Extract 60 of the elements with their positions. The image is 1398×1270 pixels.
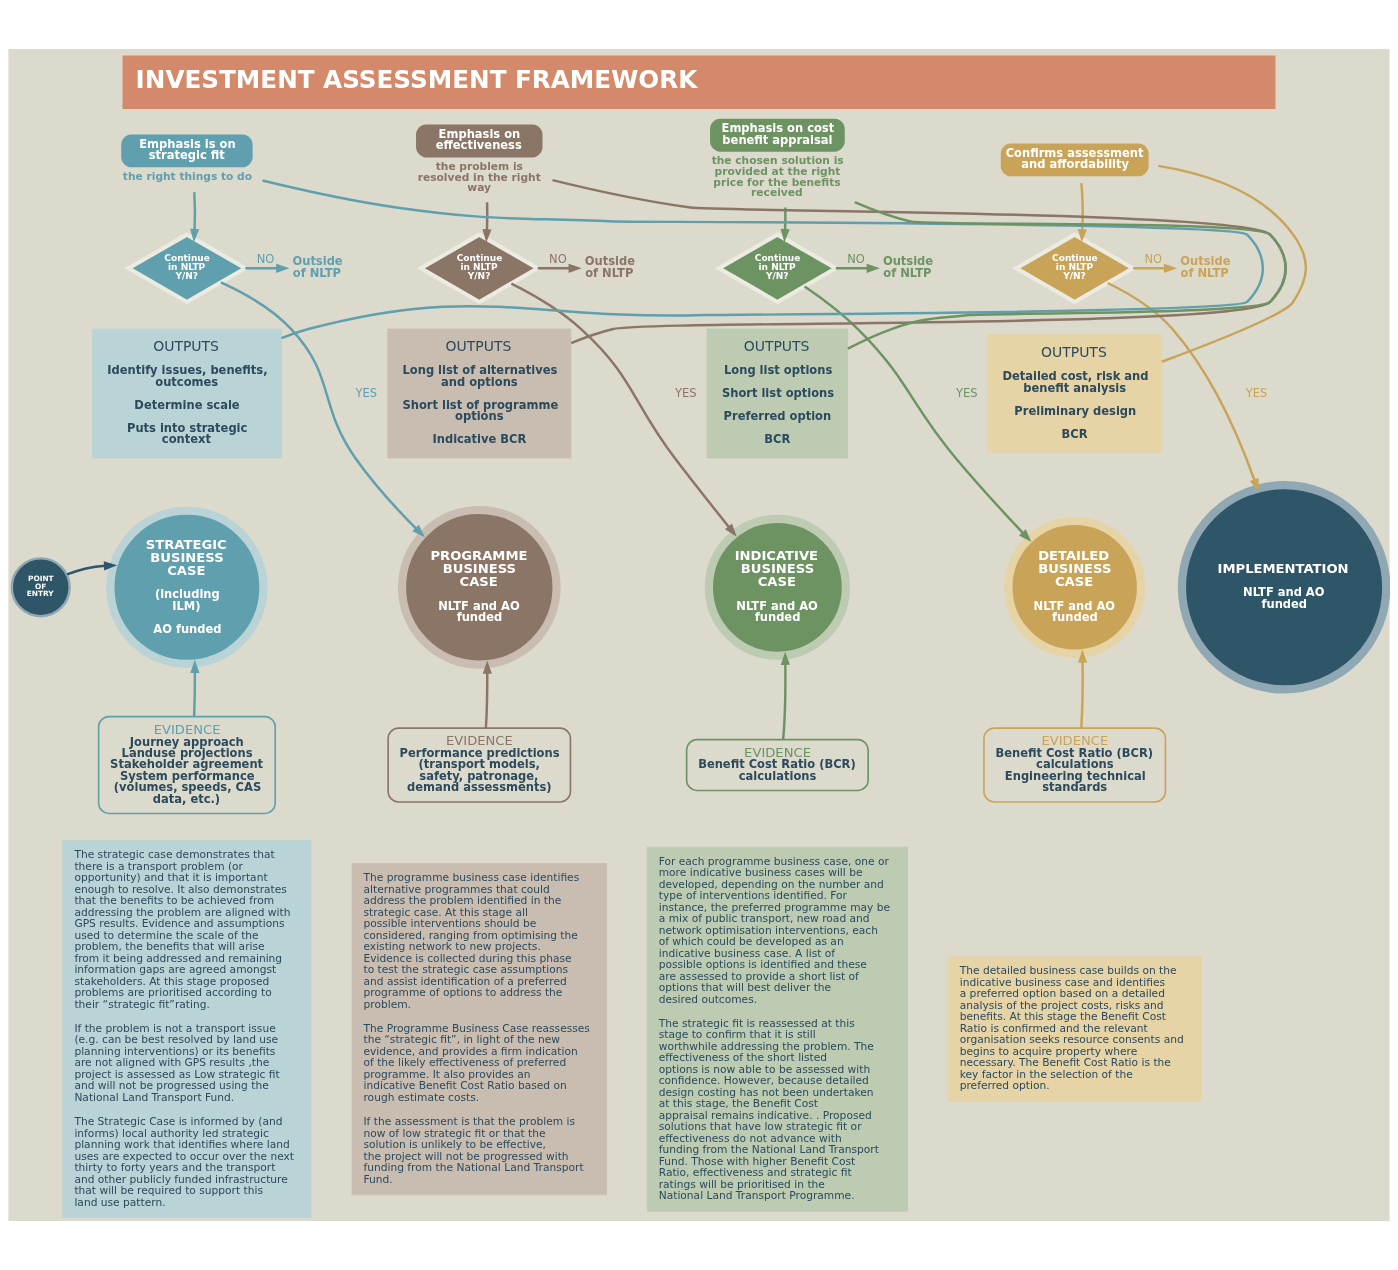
- arrow: [510, 282, 737, 537]
- edge-label: NO: [256, 251, 275, 266]
- node-text: Outside of NLTP: [1180, 254, 1231, 280]
- node-box: OUTPUTS Long list of alternatives and options Short list of programme options Indicative BCR: [387, 328, 572, 459]
- edge-label: YES: [1245, 385, 1268, 400]
- node-diamond: Continue in NLTP Y/N?: [416, 232, 542, 305]
- edge-label: NO: [1144, 251, 1163, 266]
- node-text: Outside of NLTP: [292, 254, 343, 280]
- arrow: [190, 192, 200, 243]
- node-circle: IMPLEMENTATION NLTF and AO funded: [1177, 481, 1390, 694]
- node-box: OUTPUTS Identify issues, benefits, outcomes Determine scale Puts into strategic context: [92, 328, 282, 459]
- node-box: OUTPUTS Detailed cost, risk and benefit analysis Preliminary design BCR: [987, 334, 1163, 453]
- arrow: [835, 263, 880, 273]
- edge-label: YES: [955, 385, 978, 400]
- arrow: [220, 281, 425, 538]
- node-circle: INDICATIVE BUSINESS CASE NLTF and AO funded: [704, 514, 850, 660]
- connector: [1158, 164, 1308, 363]
- node-box: Emphasis on cost benefit appraisal: [710, 118, 845, 152]
- arrow: [482, 660, 492, 729]
- node-box: For each programme business case, one or more indicative business cases will be developed, depending on the number and type of interventions identified. For instance, the preferred programme may be a mix of public transport, new road and network optimisation interventions, each of which could be developed as an indicative business case. A list of possible options is identified and these are assessed to provide a short list of options that will best deliver the desired outcomes. The strategic fit is reassessed at this stage to confirm that it is still worthwhile addressing the problem. The effectiveness of the short listed options is now able to be assessed with confidence. However, because detailed design costing has not been undertaken at this stage, the Benefit Cost appraisal remains indicative. . Proposed solutions that have low strategic fit or effectiveness do not advance with funding from the National Land Transport Fund. Those with higher Benefit Cost Ratio, effectiveness and strategic fit ratings will be prioritised in the National Land Transport Programme.: [646, 846, 908, 1212]
- node-box: EVIDENCE Journey approach Landuse projections Stakeholder agreement System performance (volumes, speeds, CAS data, etc.): [97, 715, 276, 815]
- arrow: [1078, 649, 1088, 729]
- arrow: [537, 263, 582, 273]
- connector: [847, 201, 1287, 350]
- node-box: OUTPUTS Long list options Short list options Preferred option BCR: [706, 328, 848, 459]
- arrow: [780, 207, 790, 243]
- arrow: [190, 659, 200, 717]
- edge-label: YES: [355, 385, 378, 400]
- node-label: the right things to do: [122, 169, 253, 183]
- node-diamond: Continue in NLTP Y/N?: [714, 232, 840, 305]
- node-box: Emphasis is on strategic fit: [121, 134, 253, 168]
- connector: [262, 179, 1264, 340]
- arrow: [1133, 263, 1178, 273]
- node-box: The strategic case demonstrates that there is a transport problem (or opportunity) and that it is important enough to resolve. It also demonstrates that the benefits to be achieved from addressing the problem are aligned with GPS results. Evidence and assumptions used to determine the scale of the problem, the benefits that will arise from it being addressed and remaining information gaps are agreed amongst stakeholders. At this stage proposed problems are prioritised according to their “strategic fit”rating. If the problem is not a transport issue (e.g. can be best resolved by land use planning interventions) or its benefits are not aligned with GPS results ,the project is assessed as Low strategic fit and will not be progressed using the National Land Transport Fund. The Strategic Case is informed by (and informs) local authority led strategic planning work that identifies where land uses are expected to occur over the next thirty to forty years and the transport and other publicly funded infrastructure that will be required to support this land use pattern.: [62, 840, 312, 1219]
- node-circle: PROGRAMME BUSINESS CASE NLTF and AO funded: [397, 505, 561, 669]
- edge-label: NO: [549, 251, 567, 266]
- edge-label: NO: [847, 251, 865, 266]
- node-text: Outside of NLTP: [584, 254, 636, 280]
- node-circle: DETAILED BUSINESS CASE NLTF and AO funded: [1004, 516, 1146, 658]
- node-circle: STRATEGIC BUSINESS CASE (including ILM) AO funded: [106, 506, 268, 668]
- arrow: [1077, 182, 1087, 243]
- node-circle: POINT OF ENTRY: [10, 557, 71, 618]
- node-box: Confirms assessment and affordability: [1000, 143, 1149, 177]
- node-box: EVIDENCE Performance predictions (transport models, safety, patronage, demand assessments): [387, 727, 572, 803]
- node-box: EVIDENCE Benefit Cost Ratio (BCR) calculations: [685, 738, 869, 792]
- arrow: [66, 561, 118, 576]
- node-box: EVIDENCE Benefit Cost Ratio (BCR) calculations Engineering technical standards: [983, 727, 1167, 803]
- node-label: the chosen solution is provided at the right price for the benefits received: [711, 154, 844, 200]
- diagram-title: INVESTMENT ASSESSMENT FRAMEWORK: [135, 65, 698, 95]
- arrow: [803, 285, 1032, 542]
- edge-label: YES: [675, 385, 697, 400]
- arrow: [245, 263, 290, 273]
- node-label: the problem is resolved in the right way: [417, 160, 541, 195]
- node-box: The detailed business case builds on the indicative business case and identifies a preferred option based on a detailed analysis of the project costs, risks and benefits. At this stage the Benefit Cost Ratio is confirmed and the relevant organisation seeks resource consents and begins to acquire property where necessary. The Benefit Cost Ratio is the key factor in the selection of the preferred option.: [947, 956, 1202, 1102]
- node-box: Emphasis on effectiveness: [416, 124, 543, 158]
- arrow: [482, 202, 492, 243]
- node-box: The programme business case identifies alternative programmes that could address the problem identified in the strategic case. At this stage all possible interventions should be considered, ranging from optimising the existing network to new projects. Evidence is collected during this phase to test the strategic case assumptions and assist identification of a preferred programme of options to address the problem. The Programme Business Case reassesses the “strategic fit”, in light of the new evidence, and provides a firm indication of the likely effectiveness of preferred programme. It also provides an indicative Benefit Cost Ratio based on rough estimate costs. If the assessment is that the problem is now of low strategic fit or that the solution is unlikely to be effective, the project will not be progressed with funding from the National Land Transport Fund.: [351, 863, 607, 1196]
- node-text: Outside of NLTP: [882, 254, 934, 280]
- arrow: [1107, 281, 1259, 492]
- arrow: [780, 651, 790, 740]
